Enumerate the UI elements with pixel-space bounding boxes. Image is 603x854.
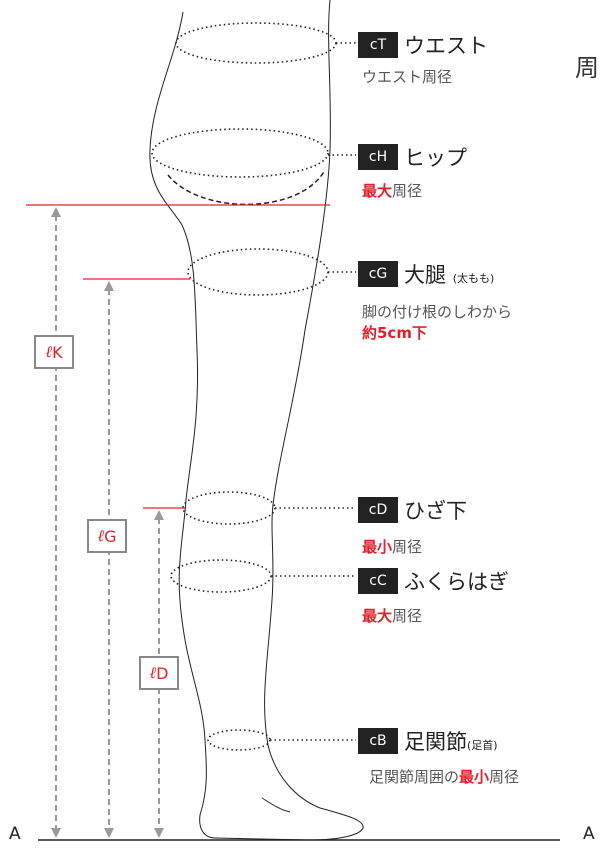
thigh-ellipse <box>187 248 329 296</box>
code-badge: cD <box>358 497 398 523</box>
desc-calf: 最大周径 <box>362 606 422 626</box>
desc-highlight: 最小 <box>362 538 393 556</box>
measure-name: ウエスト <box>404 34 488 58</box>
desc-text: ウエスト周径 <box>362 68 453 86</box>
label-calf: cC ふくらはぎ <box>358 566 509 596</box>
desc-thigh-line2: 約5cm下 <box>362 324 427 342</box>
below-knee-ellipse <box>182 491 276 525</box>
calf-ellipse <box>170 559 272 593</box>
label-ankle: cB 足関節(足首) <box>358 726 498 756</box>
baseline-label-left: A <box>9 824 21 844</box>
measure-name-note: (太もも) <box>452 272 495 285</box>
measure-name: ふくらはぎ <box>404 570 509 594</box>
length-symbol: ℓ <box>149 663 157 682</box>
arrow-g-head-top <box>104 281 114 291</box>
arrow-k-head-bottom <box>51 828 61 838</box>
desc-ankle: 足関節周囲の最小周径 <box>369 767 519 787</box>
length-letter: D <box>156 663 169 683</box>
label-thigh: cG 大腿 (太もも) <box>358 259 494 289</box>
desc-highlight: 最小 <box>459 768 490 786</box>
code-badge: cB <box>358 728 398 754</box>
label-hip: cH ヒップ <box>358 142 467 172</box>
measure-name-text: 大腿 <box>404 263 446 287</box>
arrow-d-head-top <box>154 510 164 520</box>
arrow-d-head-bottom <box>154 828 164 838</box>
measure-name: 足関節(足首) <box>404 726 498 756</box>
desc-text-2: 周径 <box>489 768 520 786</box>
measure-name: ヒップ <box>404 146 467 170</box>
desc-highlight: 最大 <box>362 182 393 200</box>
desc-thigh-line1: 脚の付け根のしわから <box>362 303 513 321</box>
length-symbol: ℓ <box>97 526 105 545</box>
hip-bulge-curve <box>167 169 326 206</box>
desc-highlight: 最大 <box>362 607 393 625</box>
code-badge: cG <box>358 261 398 287</box>
length-letter: K <box>52 342 63 362</box>
length-symbol: ℓ <box>45 342 53 361</box>
arrow-k-head-top <box>51 207 61 217</box>
leader-lines <box>270 42 356 741</box>
knee-hint <box>261 797 291 813</box>
measure-name-note: (足首) <box>467 739 498 752</box>
hip-ellipse <box>151 128 329 178</box>
measure-name: ひざ下 <box>404 499 467 523</box>
code-badge: cH <box>358 144 398 170</box>
baseline-label-right: A <box>583 824 595 844</box>
label-waist: cT ウエスト <box>358 30 488 60</box>
header-char: 周 <box>575 54 599 82</box>
desc-text: 周径 <box>392 538 423 556</box>
measure-name-text: 足関節 <box>404 730 467 754</box>
measure-name: 大腿 (太もも) <box>404 259 494 289</box>
arrow-g-head-bottom <box>104 828 114 838</box>
desc-text: 足関節周囲の <box>369 768 460 786</box>
arrow-heads <box>51 207 164 838</box>
code-badge: cT <box>358 32 398 58</box>
desc-hip: 最大周径 <box>362 181 422 201</box>
ankle-ellipse <box>207 729 271 751</box>
desc-text: 周径 <box>392 607 423 625</box>
reference-lines <box>26 204 330 509</box>
desc-text: 周径 <box>392 182 423 200</box>
length-letter: G <box>104 526 117 546</box>
desc-below-knee: 最小周径 <box>362 537 422 557</box>
label-below-knee: cD ひざ下 <box>358 495 467 525</box>
code-badge: cC <box>358 568 398 594</box>
desc-waist: ウエスト周径 <box>362 67 452 87</box>
waist-ellipse <box>175 22 337 64</box>
leg-outline <box>149 0 364 841</box>
